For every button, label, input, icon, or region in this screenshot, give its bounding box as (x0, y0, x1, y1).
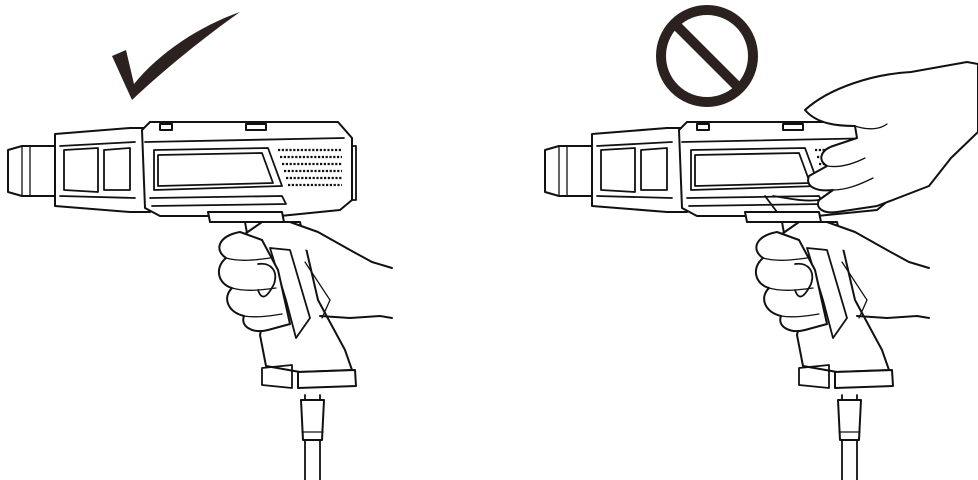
heat-gun (8, 122, 356, 480)
correct-usage-panel (8, 12, 392, 480)
incorrect-usage-panel (545, 10, 978, 480)
prohibited-icon (661, 10, 753, 102)
check-mark-icon (112, 12, 240, 100)
